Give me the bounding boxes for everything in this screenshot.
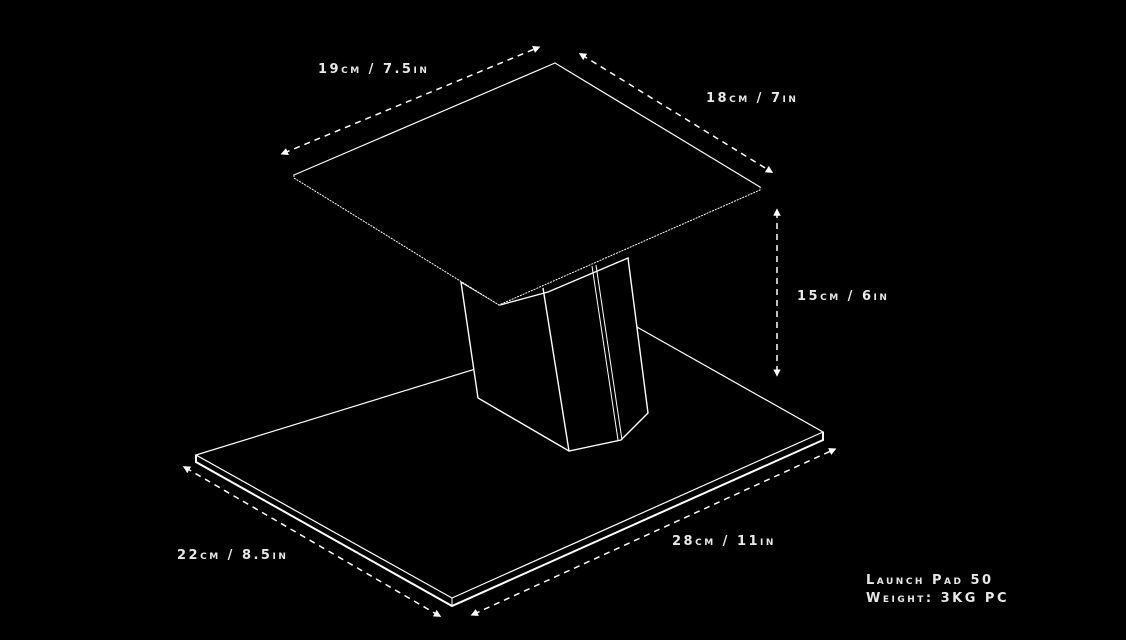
product-weight: Weight: 3KG PC	[866, 591, 1010, 606]
top-width-arrow	[280, 45, 541, 156]
top-depth-arrow	[578, 53, 774, 173]
top-width-label: 19cm / 7.5in	[318, 62, 430, 77]
top-plate	[292, 62, 762, 306]
top-depth-label: 18cm / 7in	[706, 91, 799, 106]
base-width-label: 28cm / 11in	[672, 534, 776, 549]
base-depth-arrow	[182, 466, 442, 617]
dimension-arrows	[182, 45, 837, 617]
product-name: Launch Pad 50	[866, 573, 994, 588]
pillar	[460, 256, 649, 452]
base-depth-label: 22cm / 8.5in	[177, 548, 289, 563]
product-caption: Launch Pad 50 Weight: 3KG PC	[866, 572, 1009, 608]
height-label: 15cm / 6in	[797, 289, 890, 304]
